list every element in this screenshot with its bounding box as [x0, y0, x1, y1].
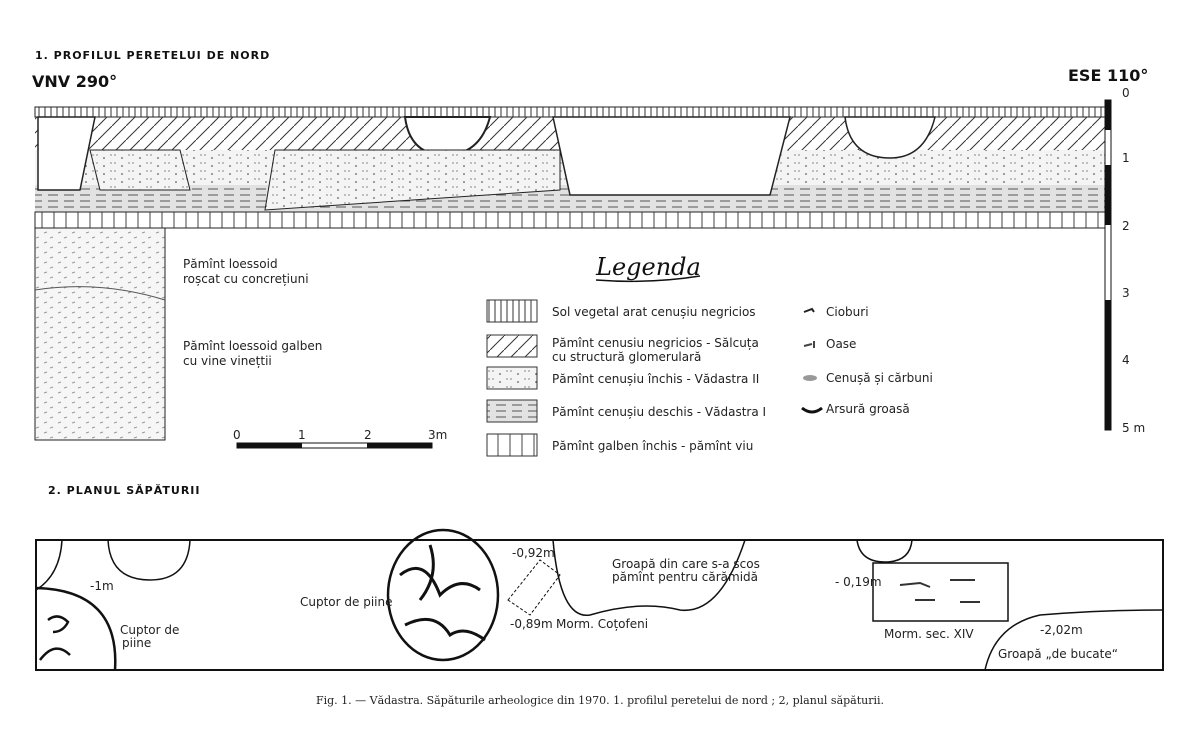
figure-caption: Fig. 1. — Vădastra. Săpăturile arheologi…: [316, 694, 884, 707]
ash-charcoal-icon: [803, 375, 817, 381]
plan-heading: 2. PLANUL SĂPĂTURII: [48, 484, 200, 497]
legend-swatch-vertical: [486, 299, 538, 323]
profile-heading: 1. PROFILUL PERETELUI DE NORD: [35, 49, 270, 62]
depth-tick-1: 1: [1122, 151, 1130, 165]
west-orientation-label: VNV 290°: [32, 72, 117, 91]
legend-layers: Sol vegetal arat cenușiu negricios Pămîn…: [486, 299, 766, 457]
legend-symbol-label: Arsură groasă: [826, 402, 910, 416]
plan-pit-label-1: Groapă din care s-a scos: [612, 557, 760, 571]
soil-red-label-1: Pămînt loessoid: [183, 257, 278, 271]
legend-symbol-label: Oase: [826, 337, 856, 351]
soil-yellow-label-2: cu vine vinețtii: [183, 354, 272, 368]
scale-tick: 1: [298, 428, 306, 442]
burnt-layer-icon: [801, 406, 823, 414]
legend-layer-label: Pămînt cenusiu negricios - Sălcuța: [552, 336, 759, 350]
depth-ruler: 0 1 2 3 4 5 m: [1104, 86, 1145, 435]
depth-tick-5: 5 m: [1122, 421, 1145, 435]
legend-layer-label: Sol vegetal arat cenușiu negricios: [552, 305, 756, 319]
plan-oven-label-1: Cuptor de: [120, 623, 179, 637]
bone-icon: [803, 341, 815, 348]
depth-tick-3: 3: [1122, 286, 1130, 300]
scale-bar: 0 1 2 3m: [233, 428, 447, 449]
plan-depth-092: -0,92m: [512, 546, 555, 560]
plan-grave-cotofeni: Morm. Coțofeni: [556, 617, 648, 631]
plan-pit-cook: Groapă „de bucate“: [998, 647, 1118, 661]
legend-swatch-vertical-wide: [486, 433, 538, 457]
excavation-plan: [35, 528, 1164, 671]
legend-title-underline: [595, 275, 701, 283]
depth-tick-2: 2: [1122, 219, 1130, 233]
legend-layer-label: Pămînt cenușiu deschis - Vădastra I: [552, 405, 766, 419]
legend-swatch-diagonal: [486, 334, 538, 358]
depth-tick-0: 0: [1122, 86, 1130, 100]
east-orientation-label: ESE 110°: [1068, 66, 1148, 85]
legend-layer-label: Pămînt cenușiu închis - Vădastra II: [552, 372, 759, 386]
plan-depth-089: -0,89m: [510, 617, 553, 631]
scale-tick: 0: [233, 428, 241, 442]
scale-tick: 3m: [428, 428, 447, 442]
plan-grave-xiv: Morm. sec. XIV: [884, 627, 974, 641]
legend-symbol-label: Cenușă și cărbuni: [826, 371, 933, 385]
legend-layer-label: Pămînt galben închis - pămînt viu: [552, 439, 753, 453]
legend-title: Legenda: [595, 253, 701, 281]
plan-depth-019: - 0,19m: [835, 575, 882, 589]
legend-symbol-label: Cioburi: [826, 305, 869, 319]
legend-swatch-dashed: [486, 399, 538, 423]
plan-oven-label-2: piine: [122, 636, 151, 650]
plan-depth-202: -2,02m: [1040, 623, 1083, 637]
plan-pit-label-2: pămînt pentru cărămidă: [612, 570, 758, 584]
profile-section: [34, 106, 1109, 441]
legend-symbols: Cioburi Oase Cenușă și cărbuni Arsură gr…: [801, 305, 933, 416]
legend-swatch-dotted: [486, 366, 538, 390]
plan-depth-1m: -1m: [90, 579, 114, 593]
depth-tick-4: 4: [1122, 353, 1130, 367]
sherd-icon: [803, 307, 815, 313]
plan-oven-2-label: Cuptor de piine: [300, 595, 392, 609]
legend-layer-label-2: cu structură glomerulară: [552, 350, 701, 364]
scale-tick: 2: [364, 428, 372, 442]
soil-red-label-2: roșcat cu concrețiuni: [183, 272, 309, 286]
soil-yellow-label-1: Pămînt loessoid galben: [183, 339, 322, 353]
